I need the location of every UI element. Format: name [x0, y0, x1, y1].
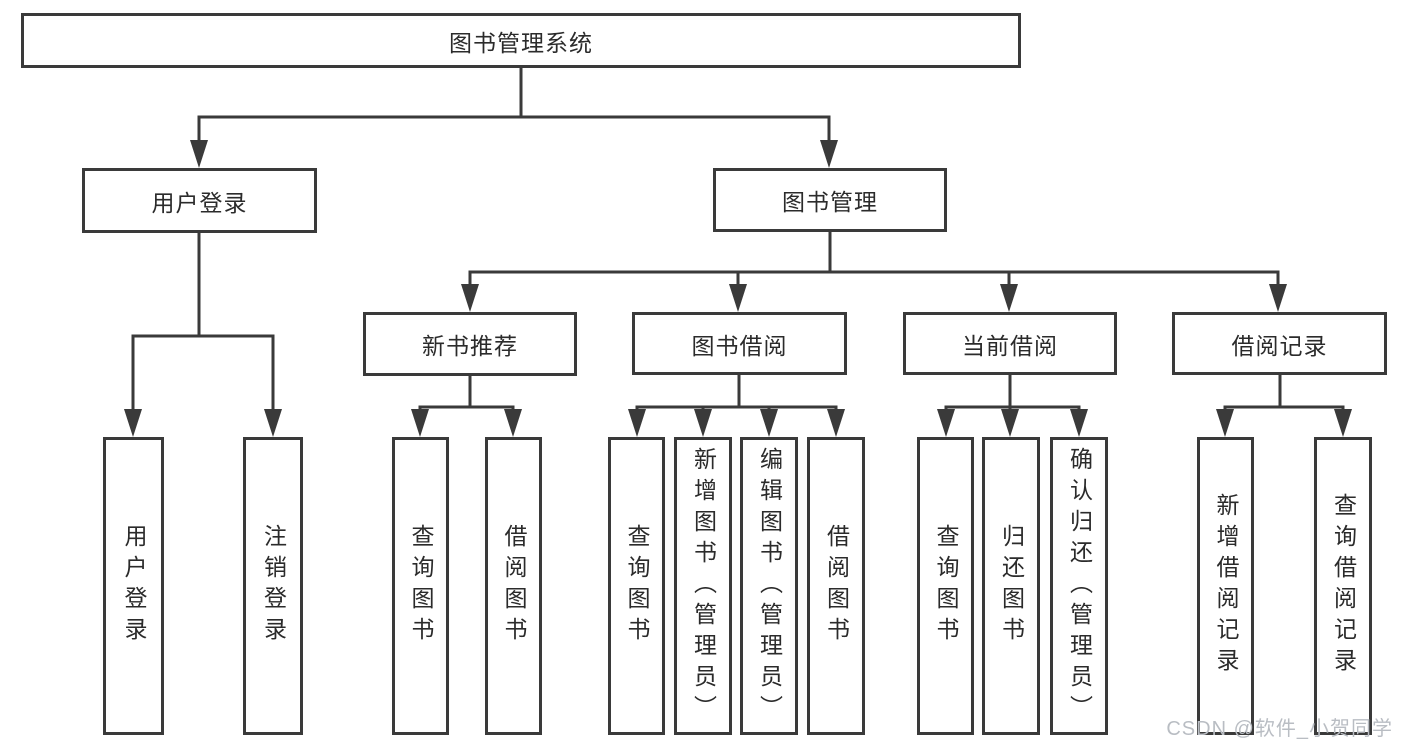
leaf-label: 新增图书（管理员） — [690, 446, 717, 726]
leaf-cb-query-books: 查询图书 — [917, 437, 974, 735]
leaf-label: 归还图书 — [998, 524, 1025, 648]
leaf-label: 借阅图书 — [823, 524, 850, 648]
node-book-borrow: 图书借阅 — [632, 312, 847, 375]
node-borrow-records: 借阅记录 — [1172, 312, 1387, 375]
leaf-bb-borrow-books: 借阅图书 — [807, 437, 865, 735]
leaf-label: 查询借阅记录 — [1330, 493, 1357, 679]
leaf-label: 借阅图书 — [501, 524, 527, 648]
node-current-borrow: 当前借阅 — [903, 312, 1117, 375]
leaf-label: 新增借阅记录 — [1213, 493, 1239, 679]
leaf-label: 查询图书 — [408, 524, 434, 648]
leaf-label: 查询图书 — [933, 524, 959, 648]
leaf-label: 编辑图书（管理员） — [756, 446, 783, 726]
leaf-cb-return-books: 归还图书 — [982, 437, 1040, 735]
node-user-login: 用户登录 — [82, 168, 317, 233]
leaf-logout: 注销登录 — [243, 437, 303, 735]
leaf-label: 查询图书 — [624, 524, 650, 648]
node-library-management-system: 图书管理系统 — [21, 13, 1021, 68]
leaf-label: 确认归还（管理员） — [1066, 446, 1093, 726]
leaf-cb-confirm-return-admin: 确认归还（管理员） — [1050, 437, 1108, 735]
leaf-label: 用户登录 — [121, 524, 147, 648]
node-new-book-recommend: 新书推荐 — [363, 312, 577, 376]
node-book-management: 图书管理 — [713, 168, 947, 232]
leaf-br-add-record: 新增借阅记录 — [1197, 437, 1254, 735]
leaf-nb-borrow-books: 借阅图书 — [485, 437, 542, 735]
leaf-bb-query-books: 查询图书 — [608, 437, 665, 735]
leaf-bb-edit-books-admin: 编辑图书（管理员） — [740, 437, 798, 735]
leaf-br-query-record: 查询借阅记录 — [1314, 437, 1372, 735]
leaf-user-login: 用户登录 — [103, 437, 164, 735]
leaf-bb-add-books-admin: 新增图书（管理员） — [674, 437, 732, 735]
leaf-label: 注销登录 — [260, 524, 287, 648]
leaf-nb-query-books: 查询图书 — [392, 437, 449, 735]
